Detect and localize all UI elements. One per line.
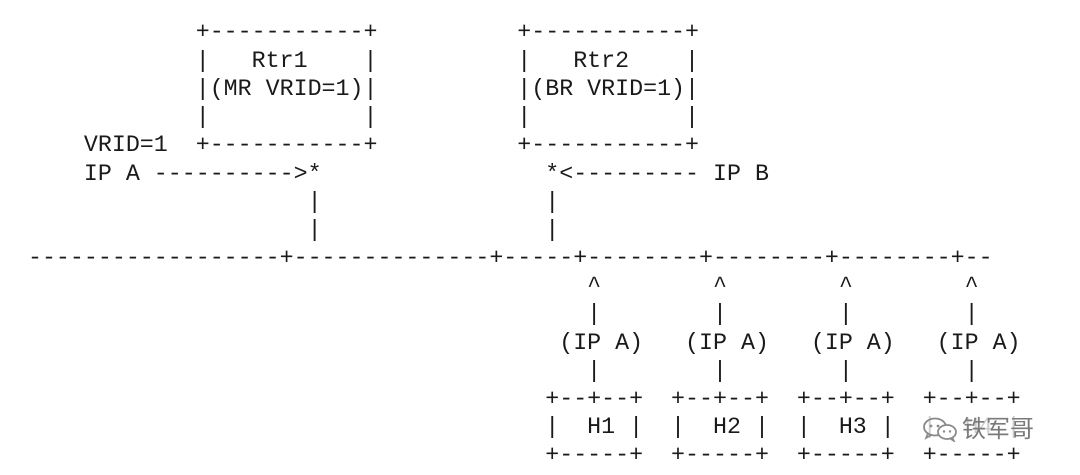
wechat-icon	[923, 417, 957, 442]
diagram-line-7: | |	[0, 189, 560, 215]
diagram-line-6: IP A ---------->* *<--------- IP B	[0, 161, 769, 187]
diagram-line-3: |(MR VRID=1)| |(BR VRID=1)|	[0, 76, 700, 102]
diagram-line-4: | | | |	[0, 104, 700, 130]
diagram-line-9: ------------------+--------------+-----+…	[0, 245, 993, 271]
diagram-line-1: +-----------+ +-----------+	[0, 19, 700, 45]
diagram-line-10: ^ ^ ^ ^	[0, 273, 979, 299]
watermark: 铁军哥	[918, 412, 1053, 446]
diagram-line-8: | |	[0, 217, 560, 243]
diagram-line-2: | Rtr1 | | Rtr2 |	[0, 48, 700, 74]
diagram-line-15: | H1 | | H2 | | H3 | | H4 |	[0, 414, 1021, 440]
diagram-line-14: +--+--+ +--+--+ +--+--+ +--+--+	[0, 386, 1021, 412]
watermark-text: 铁军哥	[962, 415, 1034, 443]
diagram-line-13: | | | |	[0, 358, 979, 384]
diagram-line-16: +-----+ +-----+ +-----+ +-----+	[0, 442, 1021, 468]
diagram-line-11: | | | |	[0, 301, 979, 327]
diagram-line-12: (IP A) (IP A) (IP A) (IP A)	[0, 330, 1021, 356]
diagram-line-5: VRID=1 +-----------+ +-----------+	[0, 132, 700, 158]
